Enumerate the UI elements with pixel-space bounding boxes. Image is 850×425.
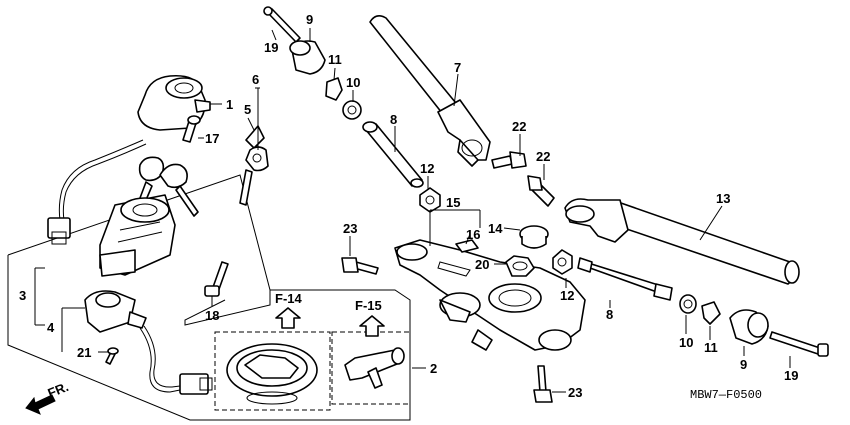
clip-11-right (701, 301, 721, 325)
fuel-cap (226, 343, 318, 405)
callout-20: 20 (475, 257, 489, 272)
callout-23-top: 23 (343, 221, 357, 236)
callout-7: 7 (454, 60, 461, 75)
bolt-23-bottom (533, 365, 553, 403)
screw-21 (105, 347, 119, 365)
nut-12-left (419, 187, 441, 213)
handlebar-left (369, 14, 491, 167)
front-direction-arrow: FR. (25, 379, 71, 415)
callout-22-b: 22 (536, 149, 550, 164)
bolt-22-a (491, 151, 527, 169)
switch-connector (179, 373, 213, 395)
callout-11-right: 11 (704, 340, 718, 355)
bolt-19-left (263, 6, 301, 43)
callout-3: 3 (19, 288, 26, 303)
callout-15: 15 (446, 195, 460, 210)
callout-9-left: 9 (306, 12, 313, 27)
fuel-cap-box (214, 331, 331, 411)
collar-10-left (342, 100, 362, 120)
screw-18 (204, 261, 229, 297)
key-blank-5 (245, 125, 265, 149)
callout-14: 14 (488, 221, 503, 236)
lock-cylinder (344, 347, 405, 389)
svg-text:FR.: FR. (46, 379, 71, 401)
bolt-19-right (769, 331, 829, 357)
cap-14 (519, 225, 549, 249)
callout-16: 16 (466, 227, 480, 242)
callout-10-right: 10 (679, 335, 693, 350)
screw-17 (182, 115, 201, 143)
callout-8-left: 8 (390, 112, 397, 127)
bolt-22-b (527, 175, 555, 207)
callout-12-right: 12 (560, 288, 574, 303)
group-outline-ignition (7, 174, 411, 421)
callout-1: 1 (226, 97, 233, 112)
leader-lines (34, 28, 791, 393)
callout-2: 2 (430, 361, 437, 376)
arrow-up-icon (359, 315, 385, 337)
key-set-6 (239, 146, 269, 206)
clip-11-left (325, 77, 343, 101)
frame-ref-f15: F-15 (355, 298, 382, 313)
callout-4: 4 (47, 320, 55, 335)
callout-9-right: 9 (740, 357, 747, 372)
callout-18: 18 (205, 308, 219, 323)
callout-5: 5 (244, 102, 251, 117)
callout-23-bottom: 23 (568, 385, 582, 400)
callout-8-right: 8 (606, 307, 613, 322)
callout-19-left: 19 (264, 40, 278, 55)
ignition-connector (47, 217, 71, 245)
arrow-up-icon (275, 307, 301, 329)
inner-weight-8-left (362, 121, 424, 188)
ignition-switch-body (99, 194, 176, 277)
switch-component-4 (84, 290, 147, 333)
nut-20 (505, 255, 535, 277)
bar-end-weight-left (289, 40, 326, 75)
nut-12-right (552, 249, 573, 275)
callout-22-a: 22 (512, 119, 526, 134)
bolt-23-top (341, 257, 379, 275)
lock-box (331, 331, 411, 405)
figure-code: MBW7—F0500 (690, 388, 762, 402)
callout-6: 6 (252, 72, 259, 87)
ignition-wire (58, 139, 144, 221)
handlebar-right (564, 198, 800, 285)
callout-11-left: 11 (328, 52, 342, 67)
callout-17: 17 (205, 131, 219, 146)
callout-12-left: 12 (420, 161, 434, 176)
bar-end-weight-right (729, 309, 769, 345)
inner-weight-8-right (577, 257, 673, 301)
ignition-switch-cover (137, 74, 211, 131)
ignition-keys (138, 156, 199, 217)
switch-wire (139, 327, 181, 393)
frame-ref-f14: F-14 (275, 291, 303, 306)
callout-21: 21 (77, 345, 91, 360)
callout-10-left: 10 (346, 75, 360, 90)
callout-13: 13 (716, 191, 730, 206)
top-bridge (394, 239, 586, 351)
collar-10-right (679, 294, 697, 314)
callout-19-right: 19 (784, 368, 798, 383)
